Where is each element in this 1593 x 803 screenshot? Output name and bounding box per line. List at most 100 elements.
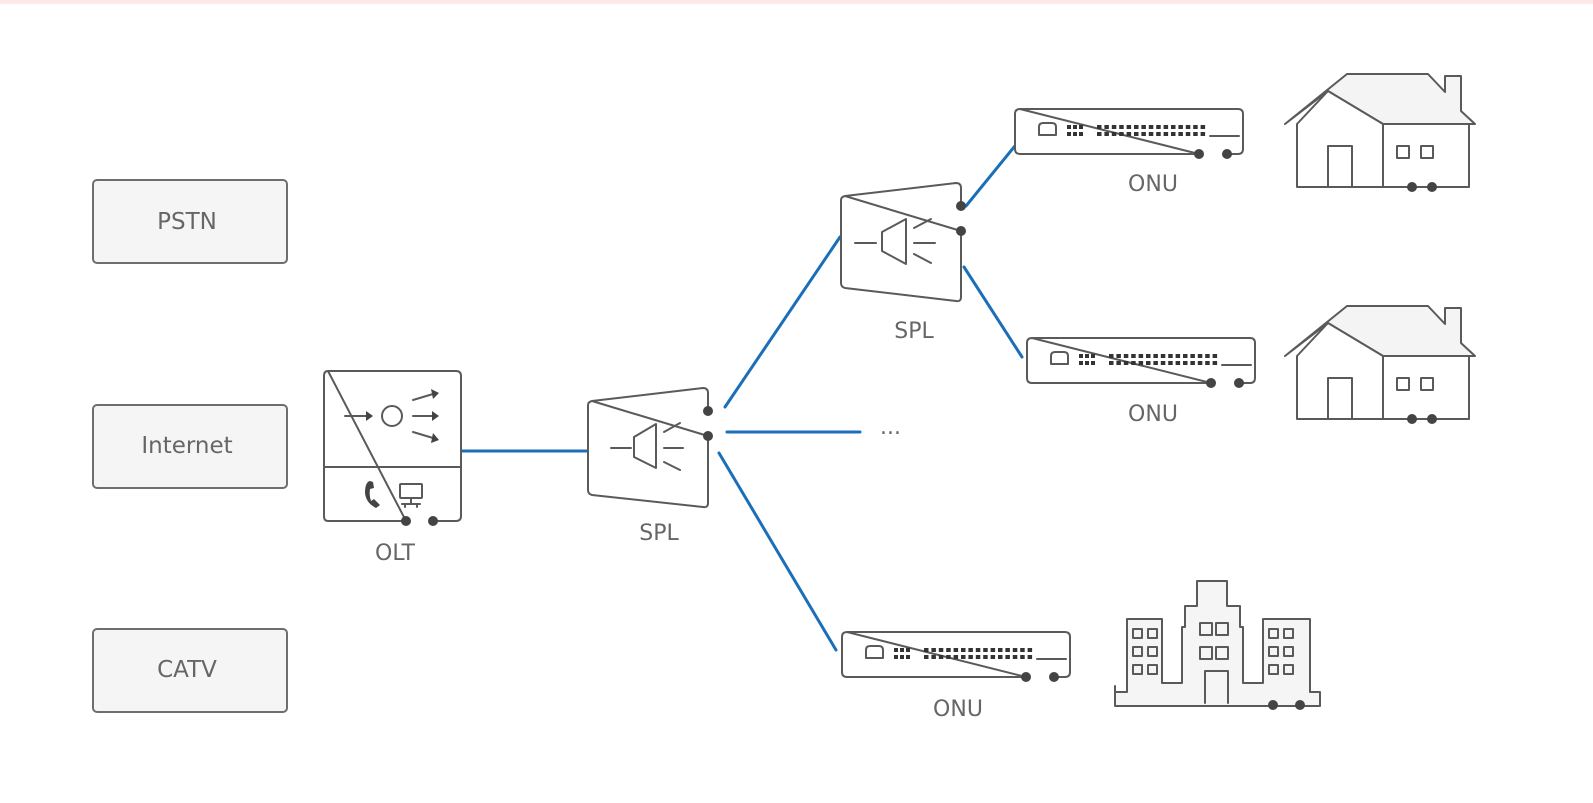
fiber-splitter2-to-onu-top xyxy=(964,134,1025,208)
olt-device[interactable]: OLT xyxy=(323,370,462,566)
port-square xyxy=(1148,132,1154,136)
port-square xyxy=(931,655,936,659)
port-square xyxy=(1005,648,1010,652)
port-square xyxy=(1111,125,1117,129)
port-square xyxy=(1160,354,1166,358)
port-square xyxy=(1205,361,1210,365)
fiber-splitter-to-splitter xyxy=(723,235,842,409)
port-square xyxy=(1131,354,1136,358)
port-square xyxy=(924,655,929,659)
port-square xyxy=(998,655,1003,659)
splitter-body xyxy=(587,387,709,509)
port-dot xyxy=(401,516,411,526)
source-box xyxy=(92,179,288,264)
port-square xyxy=(1178,132,1183,136)
port-square xyxy=(1212,361,1218,365)
onu-label: ONU xyxy=(1128,402,1178,427)
port-square xyxy=(1138,354,1144,358)
port-square xyxy=(990,655,996,659)
port-dot xyxy=(428,516,438,526)
office-building xyxy=(1114,580,1321,710)
port-square xyxy=(1146,354,1151,358)
phone-icon xyxy=(365,481,380,508)
port-square xyxy=(1153,354,1158,358)
port-square xyxy=(1104,125,1109,129)
port-square xyxy=(1197,354,1203,358)
split-arrows-icon xyxy=(412,389,439,443)
source-label: PSTN xyxy=(157,209,217,235)
port-square xyxy=(1141,125,1146,129)
port-square xyxy=(1183,361,1188,365)
source-box xyxy=(92,404,288,489)
splitter-main[interactable]: SPL xyxy=(587,387,713,546)
port-square xyxy=(1178,125,1183,129)
port-square xyxy=(1116,354,1121,358)
arrow-right-icon xyxy=(344,411,373,421)
port-square xyxy=(1175,354,1181,358)
port-square xyxy=(1027,648,1033,652)
fiber-splitter-to-onu-bottom xyxy=(717,451,838,652)
port-square xyxy=(1097,125,1102,129)
port-square xyxy=(1175,361,1181,365)
onu-middle[interactable]: ONU xyxy=(1026,337,1256,427)
port-square xyxy=(968,655,973,659)
house-middle xyxy=(1284,305,1476,425)
port-square xyxy=(1171,132,1176,136)
port-square xyxy=(1109,361,1114,365)
port-square xyxy=(938,648,944,652)
port-square xyxy=(1104,132,1109,136)
onu-bottom[interactable]: ONU xyxy=(841,631,1071,722)
computer-icon xyxy=(399,483,423,508)
port-square xyxy=(1168,354,1173,358)
port-square xyxy=(1197,361,1203,365)
onu-top[interactable]: ONU xyxy=(1014,108,1244,197)
port-square xyxy=(924,648,929,652)
source-catv[interactable]: CATV xyxy=(92,628,288,713)
port-square xyxy=(953,655,959,659)
olt-label: OLT xyxy=(375,541,416,566)
port-square xyxy=(1168,361,1173,365)
port-square xyxy=(1141,132,1146,136)
port-square xyxy=(946,655,951,659)
port-square xyxy=(1205,354,1210,358)
port-square xyxy=(1156,132,1161,136)
source-internet[interactable]: Internet xyxy=(92,404,288,489)
port-square xyxy=(1119,125,1124,129)
onu-port-row xyxy=(924,648,1033,659)
olt-body xyxy=(323,370,462,522)
building-icon xyxy=(1114,580,1321,710)
port-square xyxy=(1190,354,1195,358)
port-square xyxy=(1193,125,1198,129)
port-square xyxy=(1171,125,1176,129)
port-square xyxy=(1183,354,1188,358)
port-square xyxy=(1109,354,1114,358)
port-square xyxy=(1148,125,1154,129)
port-square xyxy=(1012,648,1018,652)
onu-port-row xyxy=(1097,125,1206,136)
house-icon xyxy=(1284,305,1476,425)
port-square xyxy=(1020,655,1025,659)
splitter-label: SPL xyxy=(894,319,934,344)
port-square xyxy=(1185,125,1191,129)
splitter-secondary[interactable]: SPL xyxy=(840,182,966,344)
house-top xyxy=(1284,73,1476,193)
port-square xyxy=(953,648,959,652)
port-square xyxy=(946,648,951,652)
onu-label: ONU xyxy=(1128,172,1178,197)
source-label: CATV xyxy=(157,657,217,683)
port-square xyxy=(1146,361,1151,365)
port-square xyxy=(1212,354,1218,358)
port-square xyxy=(968,648,973,652)
port-dot xyxy=(956,201,966,211)
port-square xyxy=(1097,132,1102,136)
port-square xyxy=(1153,361,1158,365)
port-square xyxy=(1185,132,1191,136)
port-square xyxy=(990,648,996,652)
onu-label: ONU xyxy=(933,697,983,722)
splitter-icon xyxy=(854,218,936,265)
port-square xyxy=(1163,132,1169,136)
port-square xyxy=(1123,354,1129,358)
port-dot xyxy=(956,226,966,236)
source-pstn[interactable]: PSTN xyxy=(92,179,288,264)
